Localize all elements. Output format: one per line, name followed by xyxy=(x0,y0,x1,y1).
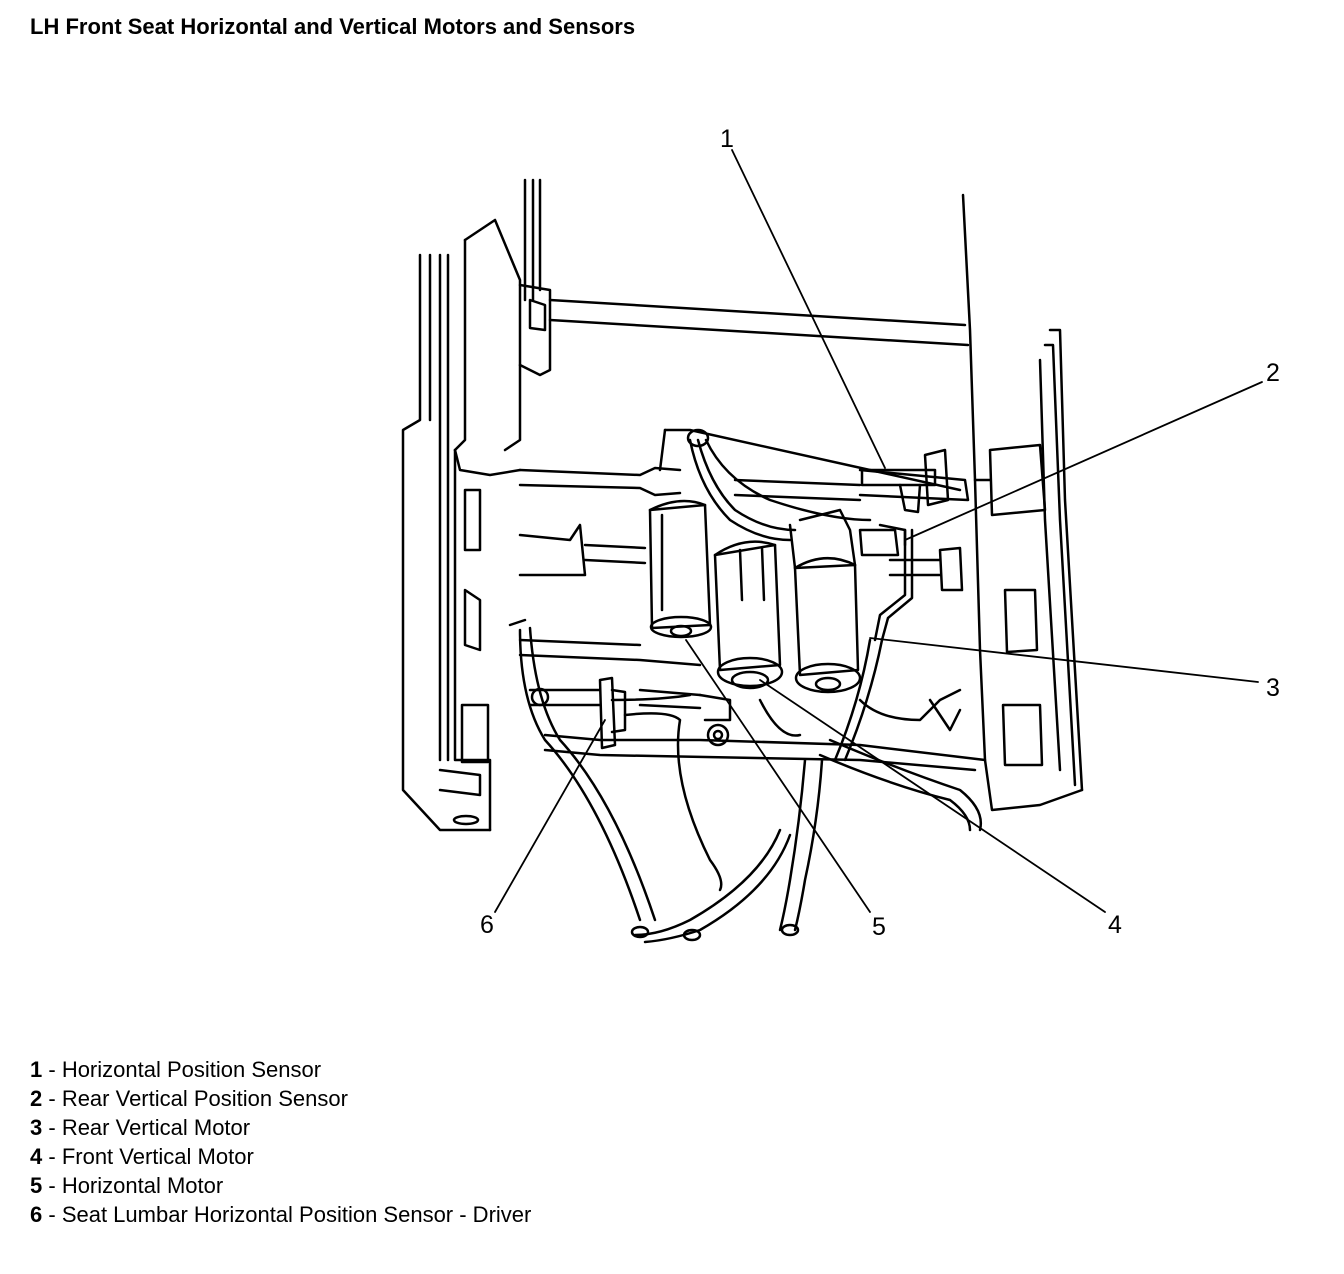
legend-text: Front Vertical Motor xyxy=(61,1144,254,1169)
legend-number: 4 xyxy=(30,1144,43,1169)
legend-number: 3 xyxy=(30,1115,43,1140)
legend-item: 2 - Rear Vertical Position Sensor xyxy=(30,1086,348,1111)
horizontal-motor xyxy=(648,499,713,639)
right-side-frame xyxy=(961,193,1084,812)
legend-item: 3 - Rear Vertical Motor xyxy=(30,1115,251,1140)
callout-2: 2 xyxy=(1266,359,1280,387)
callout-4: 4 xyxy=(1108,911,1122,939)
legend-number: 1 xyxy=(30,1057,43,1082)
callout-1: 1 xyxy=(720,125,734,153)
legend-item: 4 - Front Vertical Motor xyxy=(30,1144,254,1169)
left-side-frame xyxy=(401,178,552,832)
callout-5: 5 xyxy=(872,913,886,941)
callout-3: 3 xyxy=(1266,674,1280,702)
callout-numbers: 1 2 3 4 5 6 xyxy=(480,125,1280,941)
legend-text: Horizontal Motor xyxy=(61,1173,224,1198)
leader-lines xyxy=(494,149,1263,913)
legend-item: 1 - Horizontal Position Sensor xyxy=(30,1057,322,1082)
legend-number: 5 xyxy=(30,1173,43,1198)
legend-number: 2 xyxy=(30,1086,43,1111)
legend-text: Horizontal Position Sensor xyxy=(61,1057,322,1082)
legend-item: 5 - Horizontal Motor xyxy=(30,1173,224,1198)
callout-6: 6 xyxy=(480,911,494,939)
rear-vertical-motor xyxy=(788,508,862,694)
front-cross-tube xyxy=(528,687,987,772)
front-vertical-motor xyxy=(713,540,784,690)
diagram-title: LH Front Seat Horizontal and Vertical Mo… xyxy=(30,14,636,39)
rear-cross-tube xyxy=(548,298,970,347)
lumbar-position-sensor xyxy=(598,676,627,750)
legend-number: 6 xyxy=(30,1202,43,1227)
rear-vertical-position-sensor xyxy=(858,523,907,557)
legend-text: Seat Lumbar Horizontal Position Sensor -… xyxy=(61,1202,532,1227)
horizontal-position-sensor xyxy=(860,448,950,514)
legend-text: Rear Vertical Motor xyxy=(61,1115,251,1140)
drive-shafts xyxy=(518,466,970,667)
wire-harnesses xyxy=(508,428,983,944)
legend-item: 6 - Seat Lumbar Horizontal Position Sens… xyxy=(30,1202,532,1227)
parts-legend: 1 - Horizontal Position Sensor 2 - Rear … xyxy=(30,1055,531,1229)
legend-text: Rear Vertical Position Sensor xyxy=(61,1086,348,1111)
